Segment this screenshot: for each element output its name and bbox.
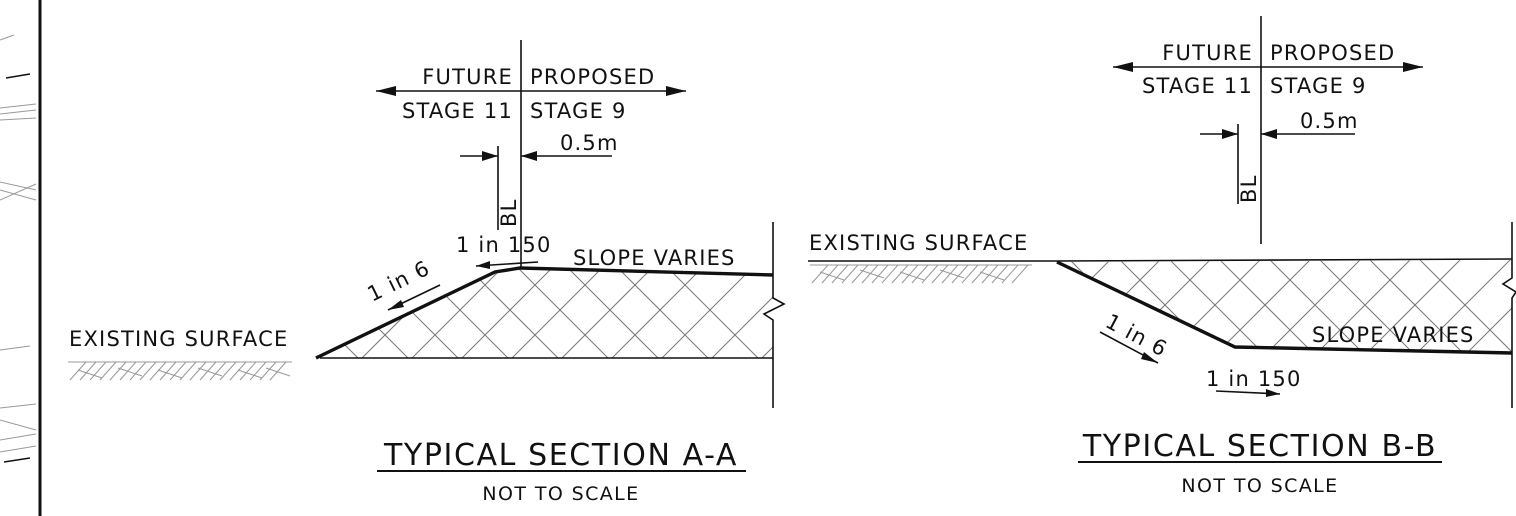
- existing-surface-label: EXISTING SURFACE: [809, 231, 1028, 255]
- slope-varies-label: SLOPE VARIES: [1312, 323, 1475, 347]
- stage-11-label: STAGE 11: [402, 99, 513, 123]
- section-b-b: FUTURE PROPOSED STAGE 11 STAGE 9 0.5m BL…: [808, 16, 1516, 497]
- embankment-surface: [315, 266, 774, 360]
- crossfall-label: 1 in 150: [456, 233, 552, 257]
- stage-future-label: FUTURE: [422, 65, 513, 89]
- slope-varies-label: SLOPE VARIES: [573, 246, 736, 270]
- stage-11-label: STAGE 11: [1142, 74, 1253, 98]
- stage-proposed-label: PROPOSED: [530, 65, 655, 89]
- stage-future-label: FUTURE: [1162, 41, 1253, 65]
- match-line: [1501, 222, 1516, 408]
- baseline-label: BL: [497, 198, 521, 227]
- offset-label: 0.5m: [1300, 109, 1359, 133]
- baseline-label: BL: [1237, 174, 1261, 203]
- slope-1-in-6-label: 1 in 6: [364, 256, 434, 307]
- offset-label: 0.5m: [560, 131, 619, 155]
- existing-ground-line: [1056, 258, 1513, 262]
- slope-1-in-6-label: 1 in 6: [1102, 309, 1172, 361]
- stage-arrow-left-head: [376, 86, 396, 96]
- crossfall-label: 1 in 150: [1206, 367, 1302, 391]
- stage-proposed-label: PROPOSED: [1270, 41, 1395, 65]
- section-a-a: FUTURE PROPOSED STAGE 11 STAGE 9 0.5m BL…: [68, 40, 786, 505]
- stage-arrow-right-head: [666, 86, 686, 96]
- stage-9-label: STAGE 9: [530, 99, 627, 123]
- stage-9-label: STAGE 9: [1270, 74, 1367, 98]
- existing-surface-label: EXISTING SURFACE: [69, 327, 288, 351]
- existing-surface-hatch: [68, 361, 292, 381]
- match-line: [762, 222, 786, 408]
- sheet-border: [0, 0, 42, 516]
- section-title: TYPICAL SECTION A-A: [383, 438, 738, 473]
- cut-surface: [1056, 260, 1513, 355]
- section-title: TYPICAL SECTION B-B: [1082, 429, 1437, 464]
- scale-note: NOT TO SCALE: [1181, 475, 1338, 497]
- scale-note: NOT TO SCALE: [482, 483, 639, 505]
- existing-surface-hatch: [810, 264, 1032, 284]
